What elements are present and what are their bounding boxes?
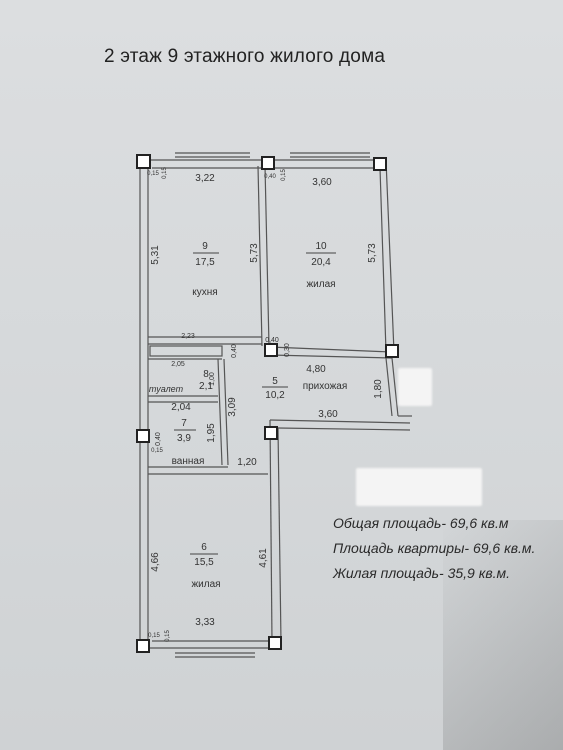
room-hall-name: прихожая [303,381,348,392]
window-room10 [290,152,370,158]
room-living10-area: 20,4 [311,257,331,268]
room-toilet-area: 2,1 [199,381,213,392]
wall-right-inner-upper [379,167,387,353]
dim-label: 3,09 [227,397,238,417]
redacted-block [356,468,482,506]
column [264,426,278,440]
dim-label: 0,40 [155,432,162,446]
wall-kitchen-room10-a [257,165,263,347]
redacted-block [398,368,432,406]
room-living6-number: 6 [201,542,207,553]
room-hall-area: 10,2 [265,390,285,401]
dim-label: 5,73 [367,243,378,263]
wall-hall-right-b [385,357,393,417]
dim-label: 1,95 [206,423,217,443]
column [373,157,387,171]
room-living10-name: жилая [306,279,335,290]
room-kitchen-area: 17,5 [195,257,215,268]
wall-room6-right-a [269,419,273,643]
dim-label: 5,73 [249,243,260,263]
apartment-area-text: Площадь квартиры- 69,6 кв.м. [333,540,536,556]
dim-label: 4,61 [258,548,269,568]
paper-shadow [443,520,563,750]
column [136,429,150,443]
dim-label: 0,40 [264,174,276,180]
dim-label: 1,80 [373,379,384,399]
wall-hall-bottom-b [277,427,411,431]
dim-label: 0,15 [147,171,159,177]
plan-title: 2 этаж 9 этажного жилого дома [104,46,386,67]
dim-label: 0,15 [281,169,287,181]
room-living6-name: жилая [191,579,220,590]
dim-label: 5,31 [150,245,161,265]
dim-label: 0,40 [265,337,279,344]
wall-room10-bottom-a [269,346,393,353]
room-living10-number: 10 [315,241,327,252]
room-kitchen-name: кухня [192,287,217,298]
dim-label: 2,05 [171,361,185,368]
window-kitchen [175,152,250,158]
wall-kitchen-room10-b [264,165,270,347]
living-area-text: Жилая площадь- 35,9 кв.м. [333,565,511,581]
dim-label: 0,15 [165,630,171,642]
room-kitchen-number: 9 [202,241,208,252]
dim-label: 3,22 [195,173,215,184]
dim-label: 0,15 [151,448,163,454]
dim-label: 4,66 [150,552,161,572]
shelf-niche [149,345,223,357]
room-toilet-name: туалет [149,384,184,394]
wall-wet-right-a [217,358,223,466]
wall-wet-right-b [223,358,229,466]
room-bath-number: 7 [181,418,187,429]
dim-label: 3,60 [318,409,338,420]
room-toilet-number: 8 [203,369,209,380]
wall-room10-bottom-b [269,354,393,359]
dim-label: 2,23 [181,333,195,340]
column [264,343,278,357]
dim-label: 1,00 [209,372,216,386]
dim-label: 3,60 [312,177,332,188]
dim-label: 0,15 [162,167,168,179]
window-room6 [175,652,255,658]
wall-room6-right-b [277,427,282,643]
room-bath-name: ванная [172,456,205,467]
column [261,156,275,170]
dim-label: 4,80 [306,364,326,375]
dim-label: 1,20 [237,457,257,468]
dim-label: 2,04 [171,402,191,413]
column [268,636,282,650]
dim-label: 3,33 [195,617,215,628]
wall-hall-right-a [391,357,399,417]
dim-label: 0,15 [148,633,160,639]
column [136,639,150,653]
column [385,344,399,358]
room-living6-area: 15,5 [194,557,214,568]
wall-right-outer-upper [385,159,395,353]
total-area-text: Общая площадь- 69,6 кв.м [333,515,509,531]
room-bath-area: 3,9 [177,433,191,444]
room-hall-number: 5 [272,376,278,387]
dim-label: 0,30 [284,343,291,357]
wall-hall-bottom-a [269,419,411,424]
column [136,154,151,169]
dim-label: 0,40 [231,344,238,358]
